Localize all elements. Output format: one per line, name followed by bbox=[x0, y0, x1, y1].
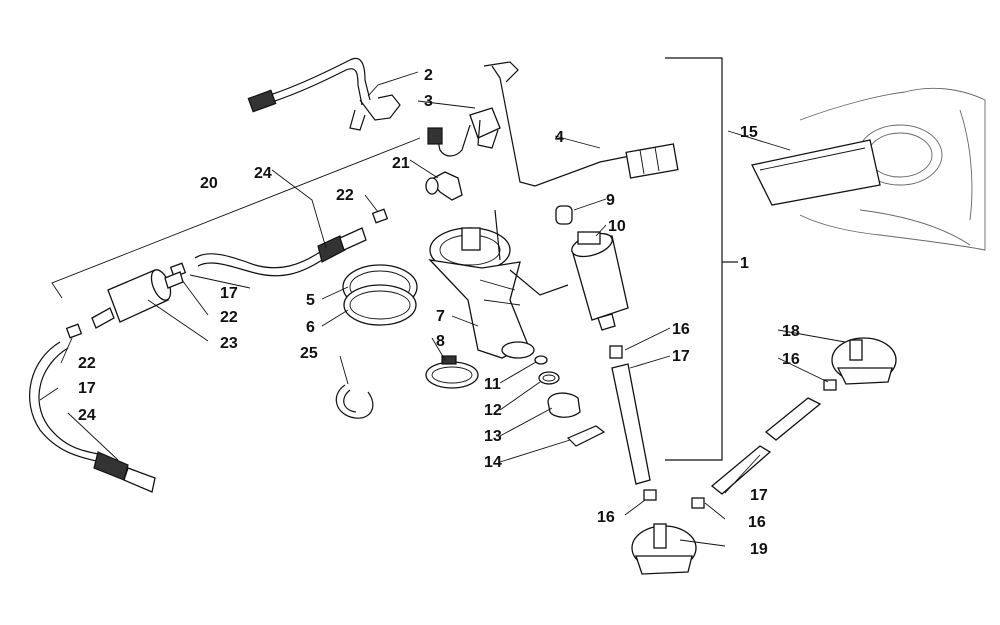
snap-ring bbox=[335, 384, 374, 419]
seal-ring bbox=[342, 264, 418, 326]
callout-22-upper: 22 bbox=[336, 187, 354, 204]
fuel-line-assembly-bracket bbox=[51, 137, 421, 299]
callout-22-left: 22 bbox=[78, 355, 96, 372]
callout-1: 1 bbox=[740, 255, 749, 272]
callout-6: 6 bbox=[306, 319, 315, 336]
callout-16-right: 16 bbox=[782, 351, 800, 368]
right-fuel-hose bbox=[691, 379, 837, 509]
callout-11: 11 bbox=[484, 376, 501, 393]
sender-wire bbox=[483, 61, 679, 187]
callout-3: 3 bbox=[424, 93, 433, 110]
callout-21: 21 bbox=[392, 155, 410, 172]
callout-18: 18 bbox=[782, 323, 800, 340]
callout-19: 19 bbox=[750, 541, 768, 558]
callout-25: 25 bbox=[300, 345, 318, 362]
callout-23: 23 bbox=[220, 335, 238, 352]
callout-16-cap: 16 bbox=[748, 514, 766, 531]
fuel-tank-decal bbox=[751, 139, 881, 206]
callout-7: 7 bbox=[436, 308, 445, 325]
callout-16-upper: 16 bbox=[672, 321, 690, 338]
middle-fuel-hose bbox=[609, 345, 657, 501]
callout-12: 12 bbox=[484, 402, 502, 419]
fuel-pump bbox=[555, 205, 629, 331]
pump-plug-assembly bbox=[427, 107, 501, 157]
callout-labels: 1 2 3 4 5 6 7 8 9 10 11 12 13 14 15 16 1… bbox=[78, 67, 800, 558]
callout-8: 8 bbox=[436, 333, 445, 350]
upper-fuel-hose bbox=[194, 227, 367, 277]
callout-14: 14 bbox=[484, 454, 502, 471]
hose-clamp bbox=[425, 355, 479, 389]
fuel-filter bbox=[91, 269, 184, 329]
pump-module bbox=[428, 209, 569, 359]
callout-13: 13 bbox=[484, 428, 502, 445]
callout-17-upper: 17 bbox=[220, 285, 238, 302]
callout-22-filter: 22 bbox=[220, 309, 238, 326]
cap-19 bbox=[631, 523, 697, 575]
wiring-harness bbox=[247, 57, 401, 131]
callout-4: 4 bbox=[555, 129, 564, 146]
callout-24-upper: 24 bbox=[254, 165, 272, 182]
callout-5: 5 bbox=[306, 292, 315, 309]
callout-20: 20 bbox=[200, 175, 218, 192]
callout-17-middle: 17 bbox=[672, 348, 690, 365]
cap-18 bbox=[831, 337, 897, 385]
callout-24-lower: 24 bbox=[78, 407, 96, 424]
callout-10: 10 bbox=[608, 218, 626, 235]
callout-17-left: 17 bbox=[78, 380, 96, 397]
leader-lines bbox=[39, 71, 846, 547]
assembly-bracket bbox=[665, 57, 738, 461]
small-parts bbox=[534, 355, 606, 447]
callout-2: 2 bbox=[424, 67, 433, 84]
callout-16-lower: 16 bbox=[597, 509, 615, 526]
elbow-fitting bbox=[425, 171, 463, 201]
lower-fuel-hose bbox=[29, 341, 156, 493]
callout-15: 15 bbox=[740, 124, 758, 141]
callout-17-right: 17 bbox=[750, 487, 768, 504]
callout-9: 9 bbox=[606, 192, 615, 209]
